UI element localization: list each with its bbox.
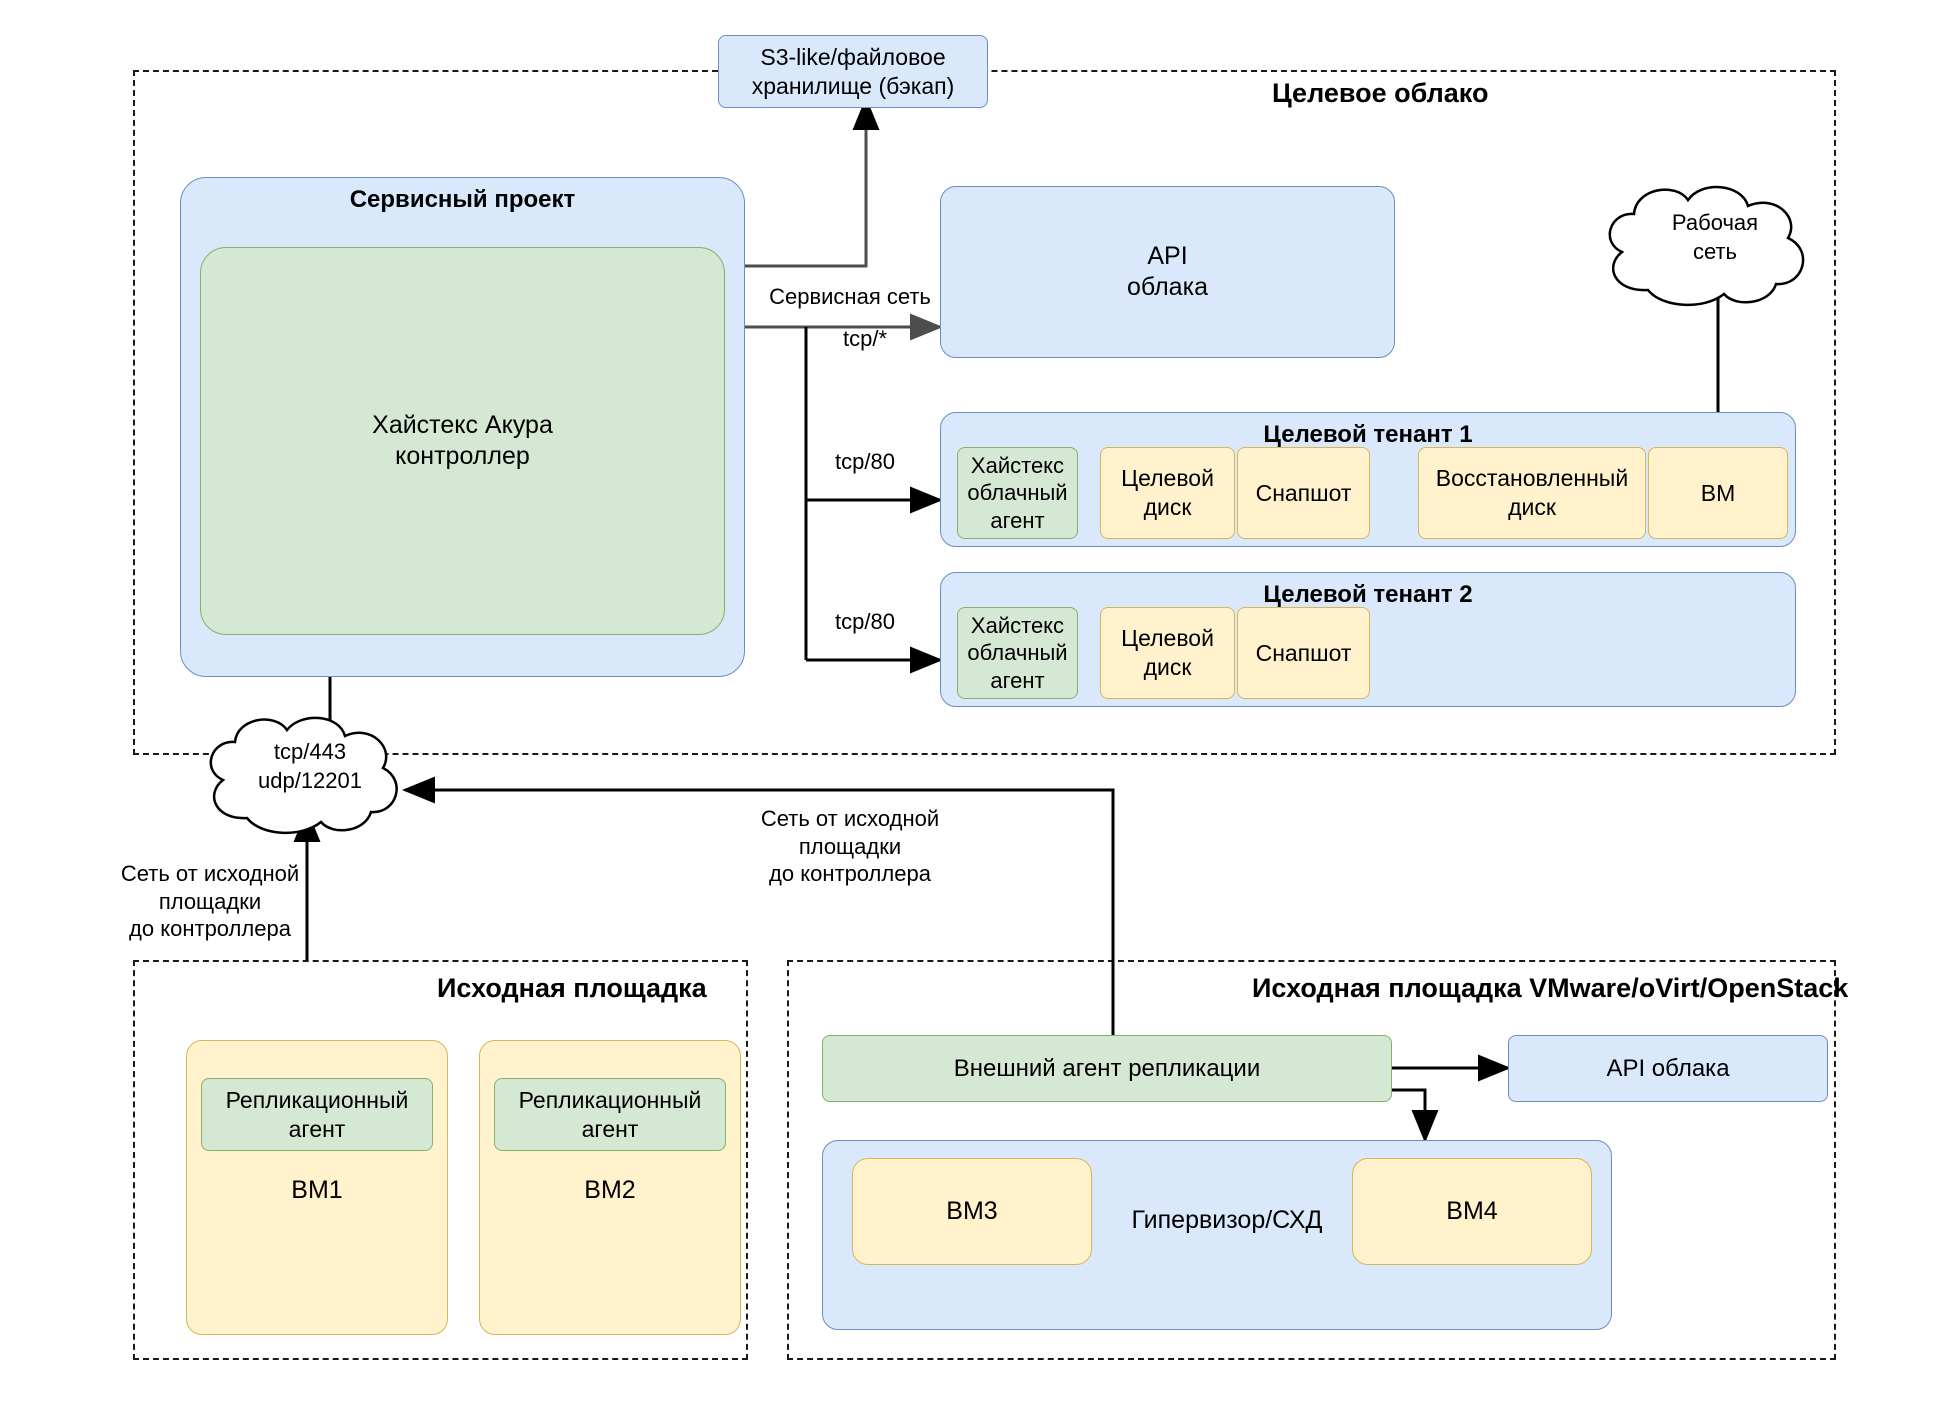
node-api-cloud-bottom[interactable]: API облака xyxy=(1508,1035,1828,1102)
zone-target-cloud-title: Целевое облако xyxy=(1272,78,1489,108)
label-tcp80-tenant1: tcp/80 xyxy=(835,449,895,474)
zone-source-site-title: Исходная площадка xyxy=(437,973,707,1003)
node-external-replication-agent[interactable]: Внешний агент репликации xyxy=(822,1035,1392,1102)
node-vm1-label: ВМ1 xyxy=(291,1176,343,1204)
node-cloud-agent-tenant1[interactable]: Хайстекс облачный агент xyxy=(957,447,1078,539)
label-tcp-any: tcp/* xyxy=(842,326,888,351)
node-snapshot-tenant2[interactable]: Снапшот xyxy=(1237,607,1370,699)
node-vm4[interactable]: ВМ4 xyxy=(1352,1158,1592,1265)
node-replication-agent-vm2[interactable]: Репликационный агент xyxy=(494,1078,726,1151)
node-cloud-agent-tenant2[interactable]: Хайстекс облачный агент xyxy=(957,607,1078,699)
node-restored-disk-tenant1[interactable]: Восстановленный диск xyxy=(1418,447,1646,539)
zone-source-site-virt xyxy=(787,960,1836,1360)
node-work-network: Рабочая сеть xyxy=(1671,210,1759,264)
node-vm-tenant1[interactable]: ВМ xyxy=(1648,447,1788,539)
node-api-cloud-top[interactable]: API облака xyxy=(940,186,1395,358)
node-vm2-label: ВМ2 xyxy=(584,1176,636,1204)
node-target-disk-tenant2[interactable]: Целевой диск xyxy=(1100,607,1235,699)
label-tcp80-tenant2: tcp/80 xyxy=(835,609,895,634)
network-cloud-shape xyxy=(209,716,398,834)
node-replication-agent-vm1[interactable]: Репликационный агент xyxy=(201,1078,433,1151)
node-target-disk-tenant1[interactable]: Целевой диск xyxy=(1100,447,1235,539)
node-snapshot-tenant1[interactable]: Снапшот xyxy=(1237,447,1370,539)
zone-source-site-virt-title: Исходная площадка VMware/oVirt/OpenStack xyxy=(1252,973,1849,1003)
node-akura-controller[interactable]: Хайстекс Акура контроллер xyxy=(200,247,725,635)
label-net-source-to-controller-right: Сеть от исходной площадки до контроллера xyxy=(760,806,940,886)
hypervisor-label: Гипервизор/СХД xyxy=(1131,1206,1323,1234)
work-network-cloud-shape xyxy=(1608,185,1805,306)
target-tenant-1-label: Целевой тенант 1 xyxy=(1263,421,1473,448)
label-net-source-to-controller-left: Сеть от исходной площадки до контроллера xyxy=(120,861,300,941)
service-project-label: Сервисный проект xyxy=(349,186,576,213)
network-cloud-ports: tcp/443 udp/12201 xyxy=(258,739,362,793)
label-service-network: Сервисная сеть xyxy=(769,284,931,309)
target-tenant-2-label: Целевой тенант 2 xyxy=(1263,581,1473,608)
node-vm3[interactable]: ВМ3 xyxy=(852,1158,1092,1265)
node-s3-backup[interactable]: S3-like/файловое хранилище (бэкап) xyxy=(718,35,988,108)
